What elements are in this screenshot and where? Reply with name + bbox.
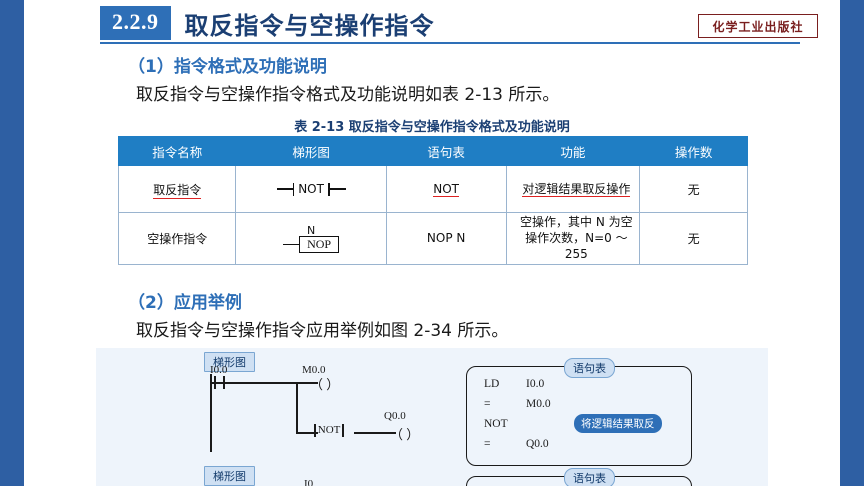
stl-line-4-op: = bbox=[484, 438, 491, 450]
cell-ladder-nop: N NOP bbox=[235, 212, 387, 265]
cell-operand-not: 无 bbox=[639, 165, 748, 213]
section-1-heading: （1）指令格式及功能说明 bbox=[128, 57, 327, 77]
rung1-wire-b bbox=[228, 382, 318, 384]
cell-name-not: 取反指令 bbox=[117, 165, 237, 213]
ladder-left-rail bbox=[210, 374, 212, 452]
cell-stl-nop: NOP N bbox=[385, 212, 507, 265]
section-number: 2.2.9 bbox=[100, 6, 171, 40]
ladder-nop-count-label: N bbox=[306, 223, 316, 237]
cell-ladder-not: NOT bbox=[235, 165, 387, 213]
cell-function-not: 对逻辑结果取反操作 bbox=[505, 165, 641, 213]
tag-stl-1: 语句表 bbox=[564, 358, 615, 378]
publisher-logo: 化学工业出版社 bbox=[698, 14, 818, 38]
col-header-ladder: 梯形图 bbox=[235, 136, 387, 166]
ladder-nop-box: NOP bbox=[299, 235, 340, 253]
coil-m00: （ ） bbox=[310, 377, 340, 392]
section-2-text: 取反指令与空操作指令应用举例如图 2-34 所示。 bbox=[136, 321, 509, 341]
cell-stl-not-text: NOT bbox=[433, 182, 460, 197]
rung-branch bbox=[296, 382, 298, 432]
cell-stl-not: NOT bbox=[385, 165, 507, 213]
slide-header: 2.2.9 取反指令与空操作指令 bbox=[100, 6, 435, 40]
col-header-operand: 操作数 bbox=[639, 136, 748, 166]
table-row: 空操作指令 N NOP NOP N 空操作，其中 N 为空操作次数，N=0 ～ … bbox=[117, 212, 748, 265]
contact-bar-right bbox=[327, 182, 330, 196]
stl-line-1-arg: I0.0 bbox=[526, 378, 545, 390]
page-title: 取反指令与空操作指令 bbox=[184, 11, 435, 40]
stl-line-2-arg: M0.0 bbox=[526, 398, 551, 410]
table-header-row: 指令名称 梯形图 语句表 功能 操作数 bbox=[117, 136, 748, 166]
label-i00: I0.0 bbox=[210, 364, 228, 376]
ladder-not-element: NOT bbox=[314, 424, 345, 437]
tag-ladder-2: 梯形图 bbox=[204, 466, 255, 486]
ladder-symbol-nop: NOP bbox=[237, 235, 384, 253]
right-decor-band bbox=[840, 0, 864, 486]
wire-left bbox=[283, 243, 300, 246]
wire-right bbox=[329, 188, 346, 190]
rung2-wire-b bbox=[354, 432, 396, 434]
contact-i00 bbox=[214, 376, 228, 389]
rung2-wire-a bbox=[296, 432, 318, 434]
stl-line-4-arg: Q0.0 bbox=[526, 438, 549, 450]
ladder-not-label: NOT bbox=[298, 182, 324, 196]
col-header-name: 指令名称 bbox=[117, 136, 237, 166]
label-lower-i0: I0 bbox=[304, 478, 314, 486]
cell-function-nop: 空操作，其中 N 为空操作次数，N=0 ～ 255 bbox=[505, 212, 641, 265]
figure-area: 梯形图 I0.0 M0.0 （ ） NOT Q0.0 （ ） 语句表 LD I0… bbox=[96, 348, 768, 486]
table-caption: 表 2-13 取反指令与空操作指令格式及功能说明 bbox=[294, 120, 570, 135]
col-header-stl: 语句表 bbox=[385, 136, 507, 166]
ladder-symbol-not: NOT bbox=[237, 182, 384, 196]
tag-ladder-1: 梯形图 bbox=[204, 352, 255, 372]
col-header-function: 功能 bbox=[505, 136, 641, 166]
header-rule bbox=[100, 42, 800, 44]
stl-line-1-op: LD bbox=[484, 378, 500, 390]
contact-bar-left bbox=[292, 182, 295, 196]
stl-line-2-op: = bbox=[484, 398, 491, 410]
coil-q00: （ ） bbox=[390, 427, 420, 442]
table-row: 取反指令 NOT NOT 对逻辑结果取反操作 bbox=[117, 165, 748, 213]
cell-function-not-text: 对逻辑结果取反操作 bbox=[522, 181, 631, 197]
label-m00: M0.0 bbox=[302, 364, 326, 376]
left-decor-band bbox=[0, 0, 24, 486]
label-q00: Q0.0 bbox=[384, 410, 406, 422]
wire-left bbox=[276, 188, 293, 190]
instruction-table: 指令名称 梯形图 语句表 功能 操作数 取反指令 NOT bbox=[117, 136, 748, 265]
cell-operand-nop: 无 bbox=[639, 212, 748, 265]
stl-line-3-op: NOT bbox=[484, 418, 508, 430]
section-1-text: 取反指令与空操作指令格式及功能说明如表 2-13 所示。 bbox=[136, 85, 560, 105]
section-2-heading: （2）应用举例 bbox=[128, 293, 242, 313]
callout-not-result: 将逻辑结果取反 bbox=[574, 414, 662, 433]
cell-name-not-text: 取反指令 bbox=[153, 182, 202, 199]
cell-name-nop: 空操作指令 bbox=[117, 212, 237, 265]
tag-stl-2: 语句表 bbox=[564, 468, 615, 486]
